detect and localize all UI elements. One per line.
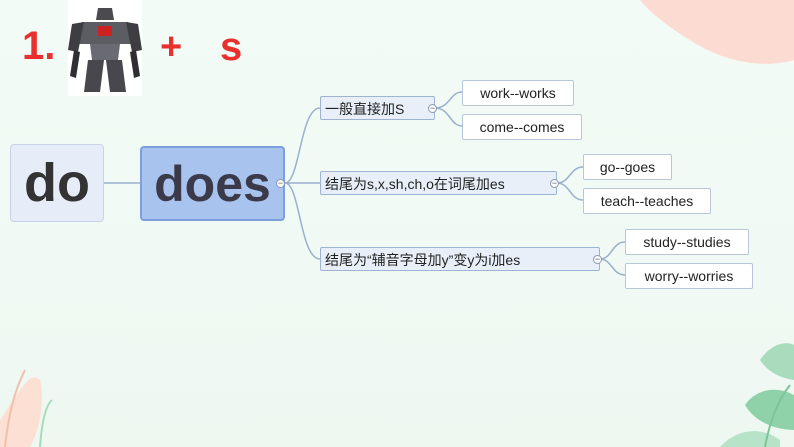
collapse-toggle-icon[interactable]: −	[550, 178, 559, 188]
rule-node-1[interactable]: 一般直接加S	[320, 96, 435, 120]
example-study[interactable]: study--studies	[625, 229, 749, 255]
example-teach[interactable]: teach--teaches	[583, 188, 711, 214]
node-does[interactable]: does	[140, 146, 285, 221]
example-work[interactable]: work--works	[462, 80, 574, 106]
collapse-toggle-icon[interactable]: −	[428, 103, 437, 113]
robot-image	[68, 0, 142, 96]
node-do[interactable]: do	[10, 144, 104, 222]
collapse-toggle-icon[interactable]: −	[593, 254, 602, 264]
example-worry[interactable]: worry--worries	[625, 263, 753, 289]
example-go[interactable]: go--goes	[583, 154, 672, 180]
rule-node-3[interactable]: 结尾为“辅音字母加y”变y为i加es	[320, 247, 600, 271]
example-come[interactable]: come--comes	[462, 114, 582, 140]
rule-node-2[interactable]: 结尾为s,x,sh,ch,o在词尾加es	[320, 171, 557, 195]
plus-sign: +	[160, 26, 183, 68]
suffix-s: s	[220, 25, 243, 69]
collapse-toggle-icon[interactable]: −	[276, 178, 285, 188]
heading-number: 1.	[22, 24, 56, 68]
